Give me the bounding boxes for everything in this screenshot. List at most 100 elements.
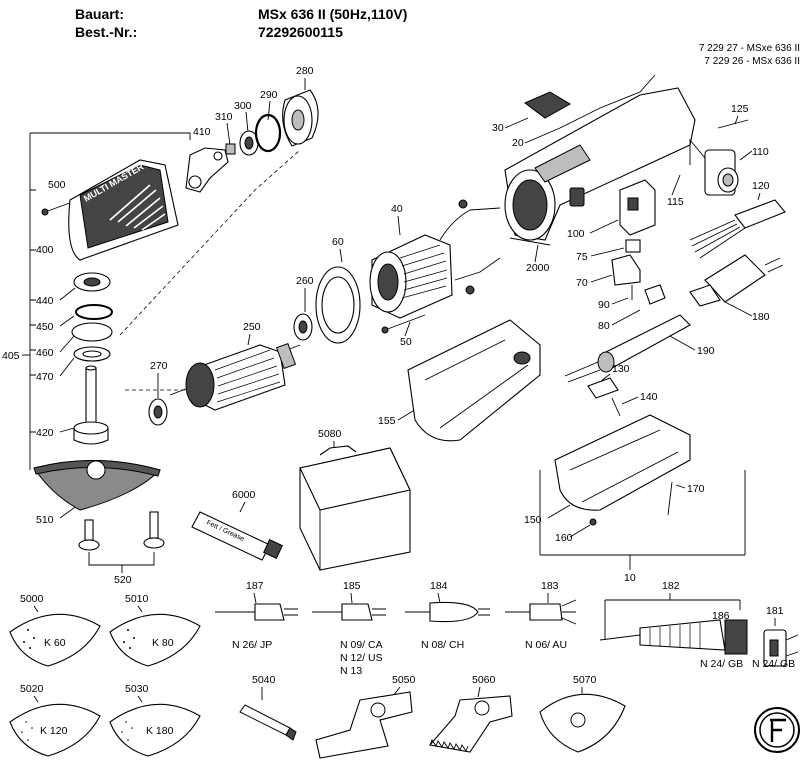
fein-logo [754,707,800,753]
gear-housing-400: MULTI MASTER [68,159,179,261]
bearing-440 [59,272,111,301]
wires-40 [439,199,501,295]
suppressor-120 [689,192,786,259]
screw-90 [611,285,633,305]
part-label-5010: 5010 [125,593,149,605]
clamp-75 [590,239,641,257]
cord-code-184: N 08/ CH [421,639,464,651]
type-label: Bauart: [75,6,125,22]
part-label-60: 60 [332,236,344,248]
carry-case-5080 [299,441,411,571]
fan-ring-60 [315,248,361,344]
seal-460 [59,322,113,353]
part-label-5020: 5020 [20,683,44,695]
part-label-2000: 2000 [526,262,550,274]
cord-code-181: N 24/ GB [752,658,795,670]
part-label-183: 183 [541,580,559,592]
part-label-290: 290 [260,89,278,101]
sheet-grit-k80: K 80 [152,637,174,649]
cord-code-185a: N 09/ CA [340,639,383,651]
part-label-180: 180 [752,311,770,323]
screw-set-520 [78,511,165,566]
sheet-grit-k120: K 120 [40,725,68,737]
screw-140 [611,396,639,417]
grease-tube-6000: Fett / Grease [191,501,283,561]
part-label-5040: 5040 [252,674,276,686]
part-label-5050: 5050 [392,674,416,686]
cable-2000 [509,237,551,263]
sanding-pad-510 [33,460,161,519]
part-label-410: 410 [193,126,211,138]
part-label-250: 250 [243,321,261,333]
part-label-405: 405 [2,350,20,362]
part-label-300: 300 [234,100,252,112]
part-label-10: 10 [624,572,636,584]
part-label-75: 75 [576,251,588,263]
type-value: MSx 636 II (50Hz,110V) [258,6,408,22]
power-cord-184 [405,592,490,623]
part-label-50: 50 [400,336,412,348]
axis-line [119,149,301,336]
o-ring-290 [254,100,282,153]
cable-190 [564,314,696,383]
cord-code-183: N 06/ AU [525,639,567,651]
part-label-100: 100 [567,228,585,240]
part-label-5030: 5030 [125,683,149,695]
oscillating-arm-410 [185,147,229,193]
part-label-500: 500 [48,179,66,191]
order-number-label: Best.-Nr.: [75,24,138,40]
switch-slider-30 [504,91,571,129]
sheet-grit-k60: K 60 [44,637,66,649]
part-label-185: 185 [343,580,361,592]
group-bracket-10 [539,470,746,570]
variant-label: 7 229 26 - MSx 636 II [704,56,800,67]
bearing-300 [239,111,259,156]
part-label-5000: 5000 [20,593,44,605]
plug-181 [763,618,799,667]
part-label-155: 155 [378,415,396,427]
part-label-5060: 5060 [472,674,496,686]
cable-clamp-130 [587,373,619,399]
clip-80 [611,284,666,326]
part-label-120: 120 [752,180,770,192]
power-cord-185 [312,592,386,621]
electronics-110 [689,138,753,196]
bearing-270 [148,373,168,426]
bracket-ticks [30,189,36,433]
cord-code-182: N 24/ GB [700,658,743,670]
power-cord-183 [505,593,577,625]
sanding-sheet-5010 [109,605,201,667]
group-bracket-182 [604,593,741,640]
connector-115 [671,174,681,196]
armature-250 [169,333,301,411]
part-label-115: 115 [667,196,684,208]
part-label-130: 130 [612,363,630,375]
stator-40 [369,215,453,319]
sanding-sheet-5020 [9,695,101,757]
cord-code-187: N 26/ JP [232,639,272,651]
screw-500 [41,199,79,216]
part-label-5080: 5080 [318,428,342,440]
housing-shell-150 [547,414,691,519]
plug-180 [689,254,784,317]
sanding-sheet-5000 [9,605,101,667]
part-label-80: 80 [598,320,610,332]
switch-100 [589,179,656,236]
bearing-cap-280 [282,78,319,147]
part-label-400: 400 [36,244,54,256]
part-label-190: 190 [697,345,715,357]
part-label-470: 470 [36,371,54,383]
spindle-420 [59,365,109,445]
sheet-grit-k180: K 180 [146,725,174,737]
pin-310 [225,122,236,155]
group-bracket-405 [29,132,191,470]
part-label-520: 520 [114,574,132,586]
part-label-310: 310 [215,111,233,123]
part-label-270: 270 [150,360,168,372]
switch-rod-20 [524,74,656,144]
part-label-260: 260 [296,275,314,287]
order-number-value: 72292600115 [258,24,343,40]
part-label-160: 160 [555,532,573,544]
part-label-440: 440 [36,295,54,307]
